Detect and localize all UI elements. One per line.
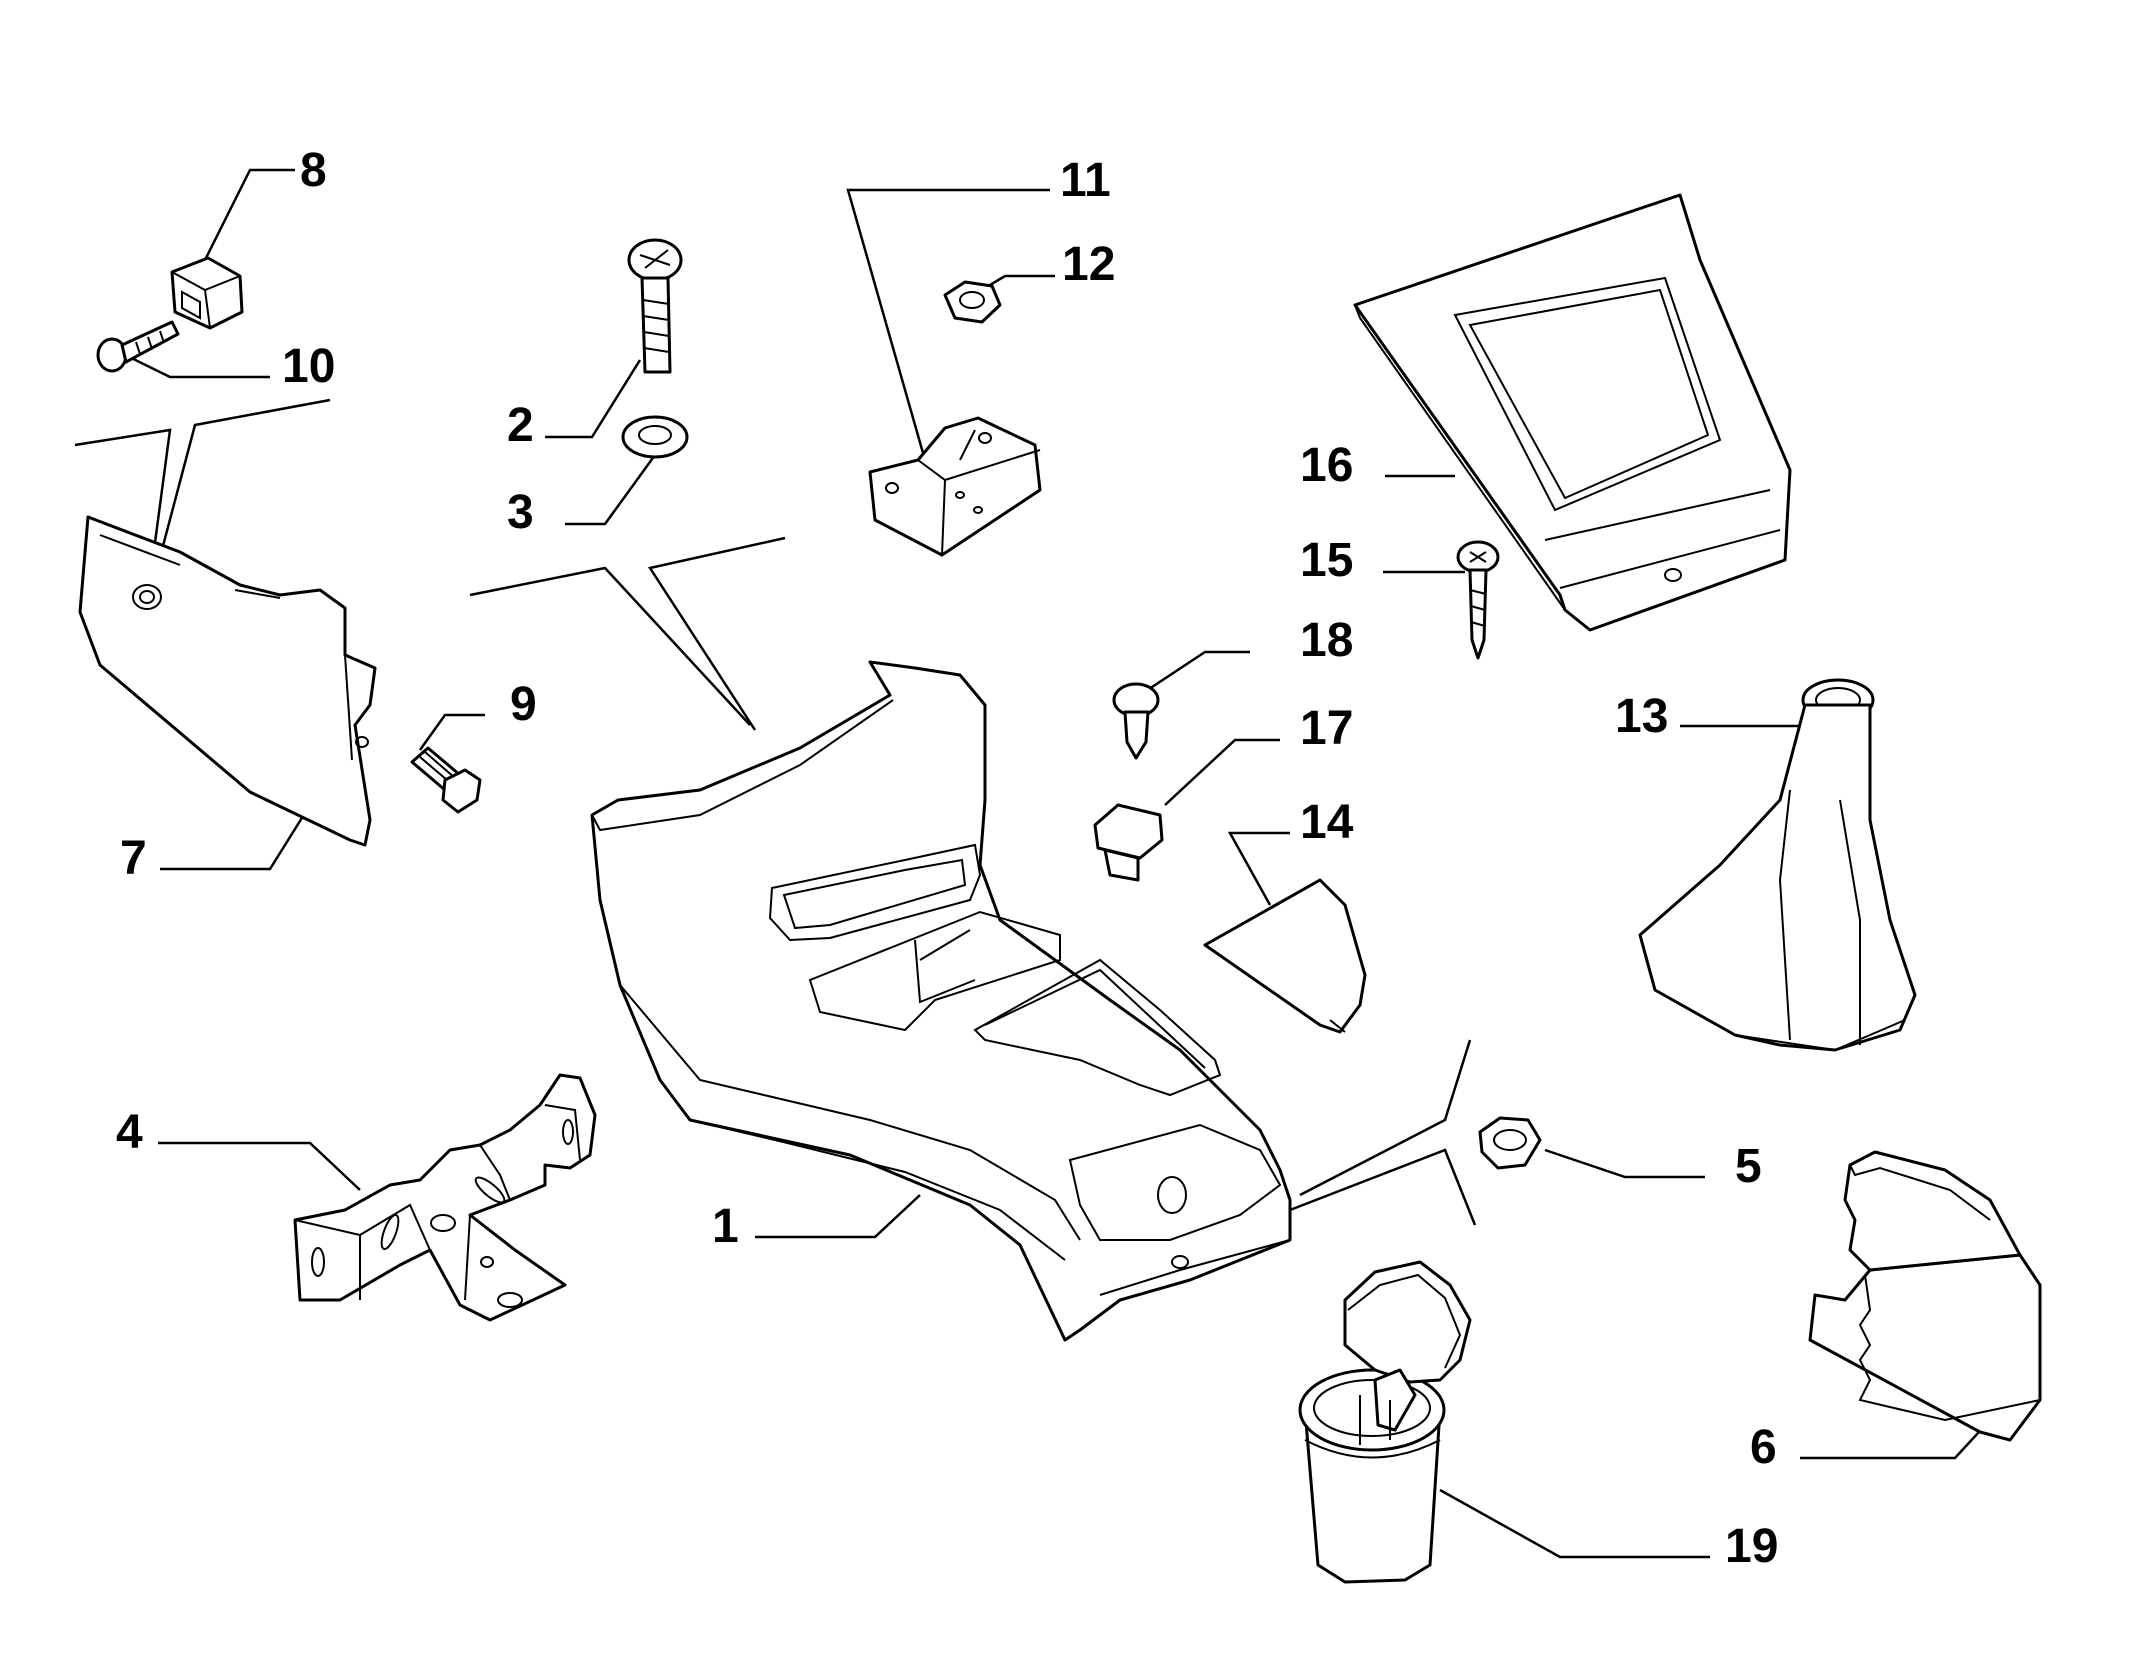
leader-6 — [1800, 1419, 1991, 1460]
assembly-line-5b — [1289, 1148, 1477, 1226]
part-2-screw — [627, 238, 683, 374]
leader-8 — [198, 168, 295, 271]
part-4-bracket — [293, 1073, 597, 1322]
leader-5 — [1544, 1148, 1705, 1179]
callout-8: 8 — [300, 144, 327, 197]
part-13-gear-boot — [1638, 678, 1917, 1052]
leader-1 — [755, 1194, 921, 1239]
callout-13: 13 — [1615, 690, 1668, 743]
part-7-side-panel — [78, 515, 377, 847]
leader-2 — [545, 359, 642, 439]
callout-17: 17 — [1300, 702, 1353, 755]
assembly-line-1a — [469, 566, 751, 726]
part-14-cover — [1203, 878, 1367, 1034]
leader-17 — [1164, 738, 1280, 806]
part-8-clip — [170, 256, 244, 330]
leader-4 — [158, 1141, 361, 1191]
assembly-line-7a — [74, 428, 172, 596]
leader-7 — [160, 804, 312, 871]
callout-5: 5 — [1735, 1140, 1762, 1193]
leader-14 — [1227, 831, 1290, 906]
leader-lines — [74, 168, 1991, 1559]
assembly-line-5a — [1299, 1039, 1472, 1197]
leader-3 — [565, 454, 657, 526]
leader-18 — [1139, 650, 1250, 697]
callout-19: 19 — [1725, 1520, 1778, 1573]
callout-4: 4 — [116, 1106, 143, 1159]
callout-9: 9 — [510, 678, 537, 731]
part-11-bracket — [868, 416, 1042, 557]
part-18-screw — [1112, 682, 1160, 760]
leader-11 — [846, 188, 1050, 461]
assembly-line-1b — [647, 536, 786, 731]
leader-9 — [418, 713, 485, 751]
callout-15: 15 — [1300, 534, 1353, 587]
part-9-bolt — [410, 746, 482, 814]
part-16-panel — [1353, 193, 1792, 632]
part-6-handbrake-boot — [1808, 1150, 2042, 1442]
part-1-centre-console — [590, 660, 1292, 1342]
leader-19 — [1439, 1488, 1710, 1559]
callout-12: 12 — [1062, 238, 1115, 291]
part-17-clip — [1093, 803, 1164, 882]
part-3-washer — [621, 415, 689, 459]
part-15-screw — [1456, 540, 1500, 660]
part-5-nut — [1478, 1116, 1542, 1170]
part-10-screw — [96, 320, 180, 373]
callout-14: 14 — [1300, 796, 1354, 849]
callout-1: 1 — [712, 1200, 739, 1253]
part-19-ashtray — [1298, 1260, 1472, 1584]
callout-6: 6 — [1750, 1421, 1777, 1474]
callout-16: 16 — [1300, 439, 1353, 492]
callout-2: 2 — [507, 399, 534, 452]
callout-labels: 8 10 2 3 11 12 16 15 18 17 14 13 9 7 4 1… — [116, 144, 1778, 1573]
callout-18: 18 — [1300, 614, 1353, 667]
callout-7: 7 — [120, 832, 147, 885]
callout-10: 10 — [282, 340, 335, 393]
part-12-nut — [943, 280, 1002, 324]
assembly-line-7b — [148, 398, 331, 596]
callout-3: 3 — [507, 486, 534, 539]
callout-11: 11 — [1060, 154, 1111, 207]
